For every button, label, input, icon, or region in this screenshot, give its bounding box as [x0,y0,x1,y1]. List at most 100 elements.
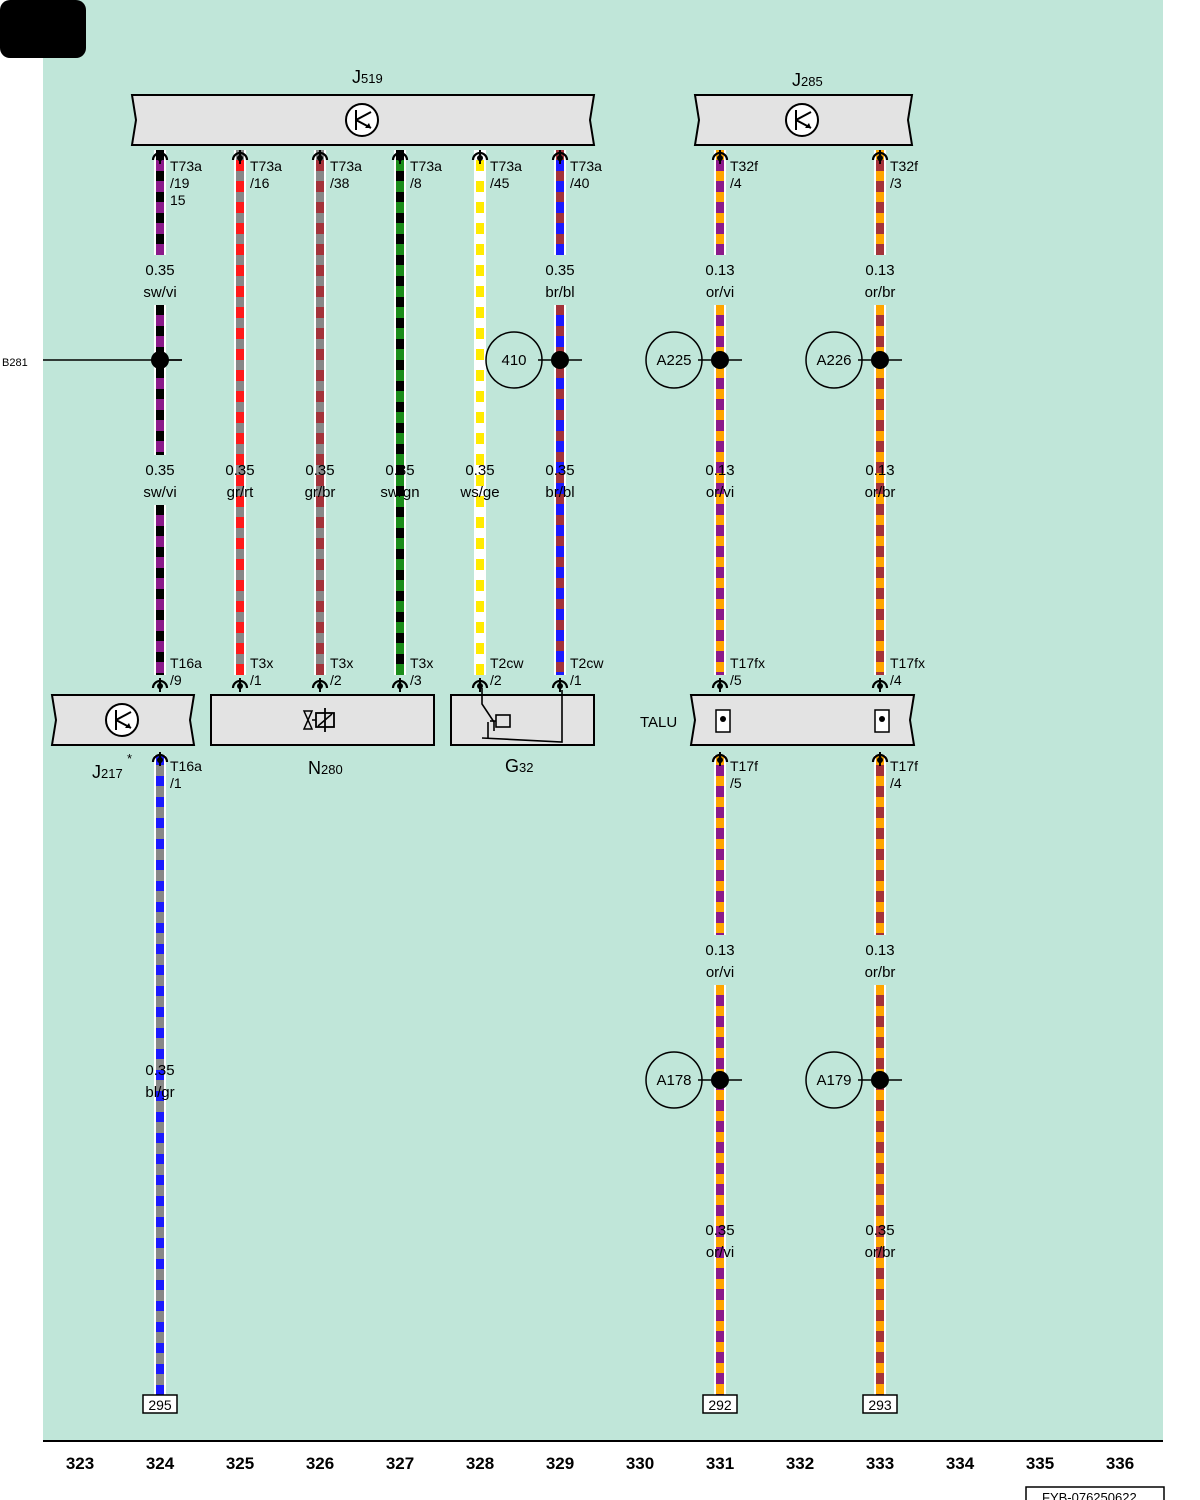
pin-label: /16 [250,175,270,191]
wire-gauge-label: 0.35 [705,1222,734,1239]
connection-circle-label: A179 [816,1072,851,1089]
wire-w326[interactable] [314,150,326,675]
component-j519[interactable]: J519 [130,67,596,146]
wire-gauge-label: 0.35 [465,462,494,479]
pin-label: T73a [570,158,602,174]
component-n280[interactable]: N280 [210,694,435,778]
wire-color-code: or/br [865,484,896,501]
switch-sensor-icon [481,688,563,743]
wire-w331a[interactable] [714,150,726,255]
pin-label: T32f [730,158,758,174]
pin-label: T73a [410,158,442,174]
connection-point-a226[interactable]: A226 [805,331,902,389]
connection-point-a225[interactable]: A225 [645,331,742,389]
column-number: 324 [146,1454,175,1473]
column-number: 335 [1026,1454,1054,1473]
wire-color-code: br/bl [545,284,574,301]
wire-gauge-label: 0.13 [705,462,734,479]
pin-symbol-icon [231,678,249,692]
pin-label: /3 [890,175,902,191]
page-tab-marker [0,0,86,58]
wire-gauge-label: 0.35 [305,462,334,479]
component-g32[interactable]: G32 [450,688,595,776]
wire-w329a[interactable] [554,150,566,255]
wire-gauge-label: 0.13 [705,942,734,959]
document-code-box: FYB-076250622 [1025,1486,1165,1500]
continuation-ref-295[interactable]: 295 [142,1394,178,1414]
column-number: 329 [546,1454,574,1473]
wire-w333a[interactable] [874,150,886,255]
wire-w324a[interactable] [154,150,166,255]
wire-w333c[interactable] [874,755,886,935]
column-number: 323 [66,1454,94,1473]
connection-point-a179[interactable]: A179 [805,1051,902,1109]
wire-w329b[interactable] [554,305,566,675]
pin-symbol-icon [151,150,169,164]
wire-color-code: gr/rt [227,484,255,501]
pin-label: /2 [330,672,342,688]
component-j217[interactable]: J217 * [50,694,196,782]
wire-w333d[interactable] [874,985,886,1395]
wire-color-code: br/bl [545,484,574,501]
column-number: 327 [386,1454,414,1473]
column-number: 331 [706,1454,734,1473]
column-number: 332 [786,1454,814,1473]
component-j285[interactable]: J285 [693,70,914,146]
pin-label: /38 [330,175,350,191]
pin-label: /40 [570,175,590,191]
wire-color-code: gr/br [305,484,336,501]
pin-label: 15 [170,192,186,208]
pin-symbol-icon [391,150,409,164]
solenoid-valve-icon [302,708,335,732]
pin-label: T17fx [890,655,925,671]
column-number: 326 [306,1454,334,1473]
continuation-ref-label: 293 [868,1397,892,1413]
pin-label: /1 [570,672,582,688]
pin-label: /8 [410,175,422,191]
control-unit-icon [105,703,139,737]
wire-w331c[interactable] [714,755,726,935]
wire-color-code: sw/gn [380,484,419,501]
wire-w325[interactable] [234,150,246,675]
pin-label: /19 [170,175,190,191]
column-number: 330 [626,1454,654,1473]
wire-w328[interactable] [474,150,486,675]
pin-label: /4 [890,775,902,791]
b281-label: B281 [2,357,28,369]
wire-color-code: or/vi [706,484,734,501]
wire-w327[interactable] [394,150,406,675]
wire-color-code: ws/ge [459,484,499,501]
connection-point-410[interactable]: 410 [485,331,582,389]
continuation-ref-293[interactable]: 293 [862,1394,898,1414]
pin-label: T3x [410,655,433,671]
continuation-ref-label: 292 [708,1397,732,1413]
pin-label: T17fx [730,655,765,671]
wire-gauge-label: 0.13 [865,462,894,479]
pin-symbol-icon [871,150,889,164]
j217-mark: * [127,751,132,766]
pin-label: /5 [730,775,742,791]
wire-w331d[interactable] [714,985,726,1395]
connection-circle-label: A226 [816,352,851,369]
wire-w324b[interactable] [154,305,166,455]
document-code: FYB-076250622 [1042,1490,1137,1500]
connector-icon [715,709,890,733]
wire-w324-mid[interactable] [154,505,166,675]
wire-w324c[interactable] [154,755,166,1395]
column-number: 334 [946,1454,975,1473]
continuation-ref-292[interactable]: 292 [702,1394,738,1414]
pin-symbol-icon [551,150,569,164]
wire-gauge-label: 0.13 [865,942,894,959]
pin-label: T2cw [570,655,604,671]
component-talu[interactable]: TALU [640,694,916,746]
control-unit-icon [785,103,819,137]
pin-symbol-icon [311,150,329,164]
connection-point-a178[interactable]: A178 [645,1051,742,1109]
pin-label: T17f [730,758,758,774]
wire-color-code: or/vi [706,964,734,981]
pin-label: T73a [490,158,522,174]
pin-symbol-icon [471,678,489,692]
pin-label: T32f [890,158,918,174]
connection-circle-label: A178 [656,1072,691,1089]
wire-gauge-label: 0.35 [545,462,574,479]
